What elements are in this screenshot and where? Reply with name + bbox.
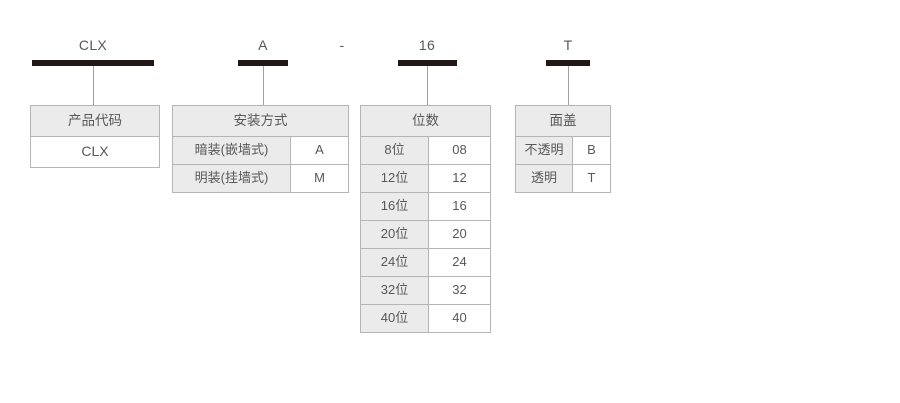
connector-line-3	[427, 66, 428, 105]
table-cell-name: 明装(挂墙式)	[172, 164, 291, 193]
connector-line-1	[93, 66, 94, 105]
table-cell-code: T	[572, 164, 611, 193]
table-cell-name: 40位	[360, 304, 429, 333]
table-cell-name: 暗装(嵌墙式)	[172, 136, 291, 165]
table-header-cell: 安装方式	[172, 105, 349, 137]
table-cell-code: M	[290, 164, 349, 193]
table-cell-code: 16	[428, 192, 491, 221]
table-header-cell: 产品代码	[30, 105, 160, 137]
code-segment-label-1: CLX	[78, 37, 108, 53]
code-segment-label-3: 16	[418, 37, 436, 53]
table-header-cell: 位数	[360, 105, 491, 137]
code-separator-dash: -	[339, 37, 345, 53]
connector-line-4	[568, 66, 569, 105]
table-cell-code: 20	[428, 220, 491, 249]
code-segment-bar-4	[546, 60, 590, 66]
table-cell-code: 24	[428, 248, 491, 277]
code-segment-label-4: T	[563, 37, 573, 53]
table-cell-code: B	[572, 136, 611, 165]
table-cell-code: 12	[428, 164, 491, 193]
table-cell-name: 不透明	[515, 136, 573, 165]
table-cell-value: CLX	[30, 136, 160, 168]
table-cell-code: 32	[428, 276, 491, 305]
table-cell-code: 08	[428, 136, 491, 165]
table-row: CLX	[30, 136, 160, 168]
table-cell-code: A	[290, 136, 349, 165]
code-segment-bar-2	[238, 60, 288, 66]
table-cell-name: 12位	[360, 164, 429, 193]
table-cell-code: 40	[428, 304, 491, 333]
table-header-row: 位数	[360, 105, 491, 137]
table-header-cell: 面盖	[515, 105, 611, 137]
table-row: 明装(挂墙式)M	[172, 164, 349, 193]
table-cell-name: 24位	[360, 248, 429, 277]
table-cell-name: 透明	[515, 164, 573, 193]
table-cell-name: 20位	[360, 220, 429, 249]
table-cell-name: 32位	[360, 276, 429, 305]
table-header-row: 产品代码	[30, 105, 160, 137]
table-row: 暗装(嵌墙式)A	[172, 136, 349, 165]
code-segment-bar-3	[398, 60, 457, 66]
table-cell-name: 8位	[360, 136, 429, 165]
code-segment-bar-1	[32, 60, 154, 66]
table-header-row: 安装方式	[172, 105, 349, 137]
table-cell-name: 16位	[360, 192, 429, 221]
connector-line-2	[263, 66, 264, 105]
table-header-row: 面盖	[515, 105, 611, 137]
code-segment-label-2: A	[258, 37, 268, 53]
